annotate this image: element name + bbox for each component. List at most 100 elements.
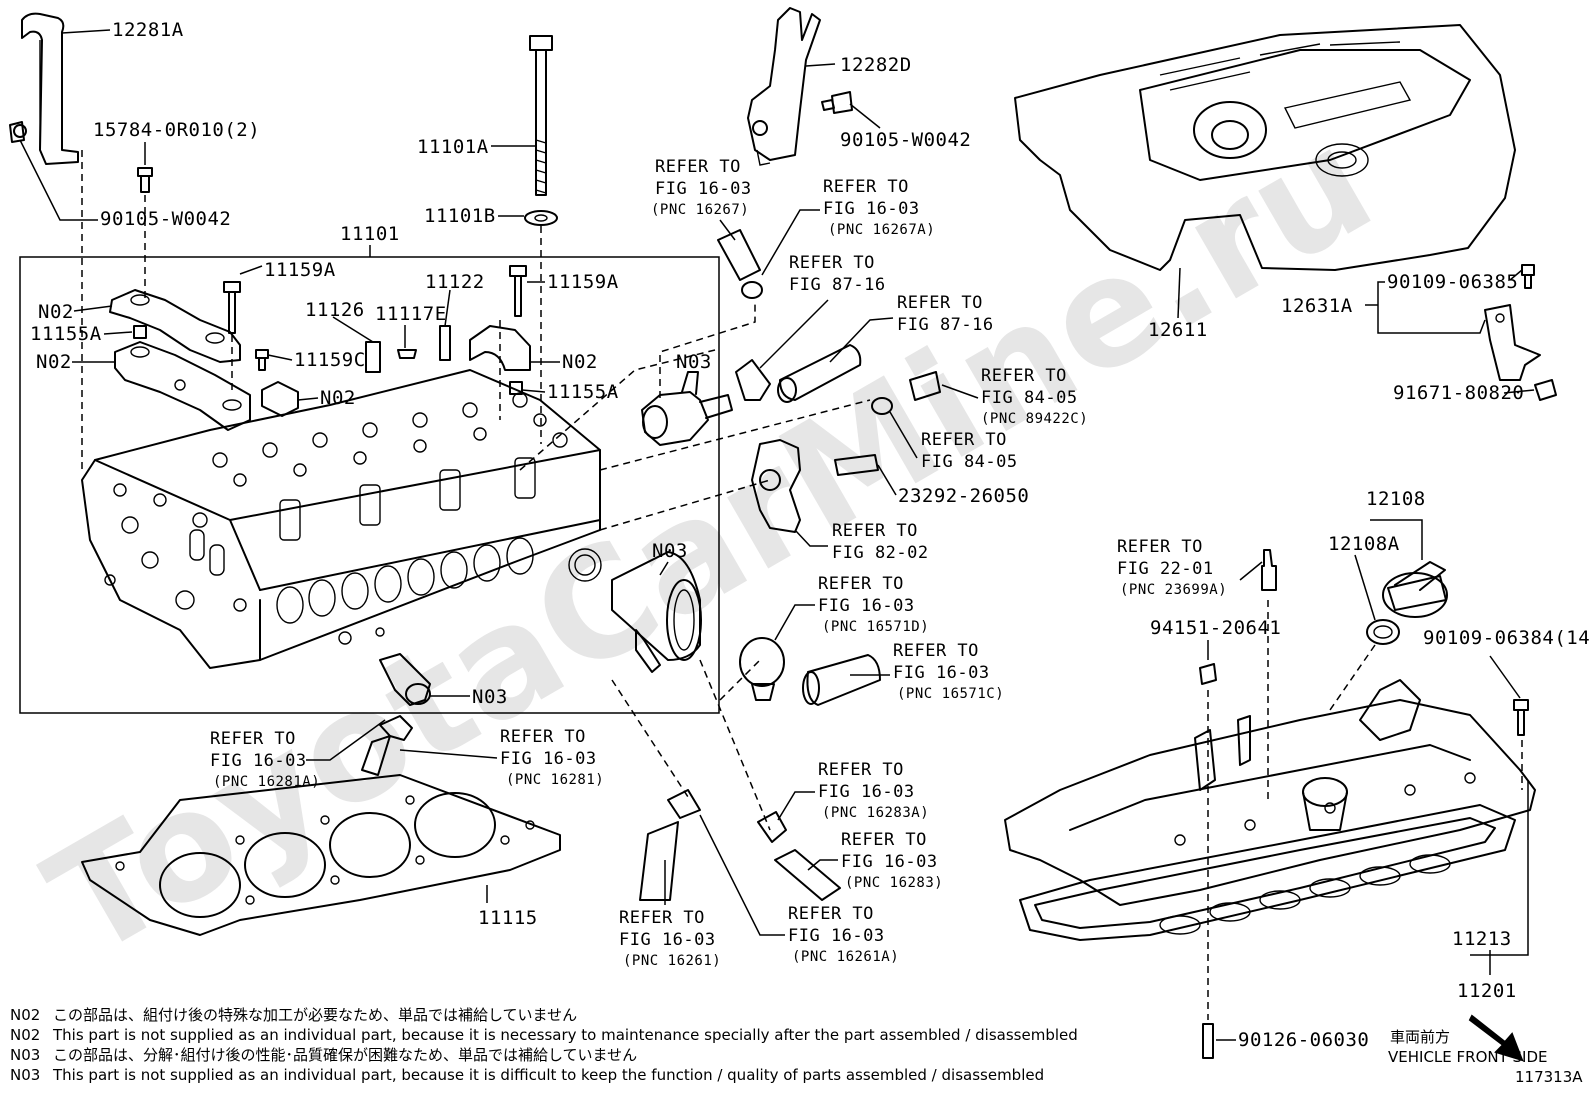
part-label-n03-2[interactable]: N03	[652, 540, 688, 562]
reference-r13[interactable]: REFER TO FIG 16-03 (PNC 16283)	[807, 830, 943, 891]
part-label-11101a[interactable]: 11101A	[417, 136, 489, 158]
svg-text:FIG 84-05: FIG 84-05	[921, 452, 1018, 472]
part-label-11122[interactable]: 11122	[425, 271, 485, 293]
reference-r14[interactable]: REFER TO FIG 16-03 (PNC 16261)	[619, 860, 721, 969]
part-label-90105-left[interactable]: 90105-W0042	[100, 208, 231, 230]
svg-text:FIG 16-03: FIG 16-03	[841, 852, 938, 872]
reference-r2[interactable]: REFER TO FIG 16-03 (PNC 16267A)	[761, 177, 935, 276]
part-label-15784[interactable]: 15784-0R010(2)	[93, 119, 260, 141]
figure-id: 117313A	[1515, 1068, 1583, 1086]
part-label-12281a[interactable]: 12281A	[112, 19, 184, 41]
part-label-91671[interactable]: 91671-80820	[1393, 382, 1524, 404]
svg-text:(PNC 16267A): (PNC 16267A)	[828, 222, 935, 238]
part-label-12282d[interactable]: 12282D	[840, 54, 912, 76]
svg-text:(PNC 16267): (PNC 16267)	[651, 202, 749, 218]
reference-r8[interactable]: REFER TO FIG 16-03 (PNC 16571D)	[774, 574, 929, 641]
part-label-n02-3[interactable]: N02	[320, 387, 356, 409]
part-label-11201[interactable]: 11201	[1457, 980, 1517, 1002]
cylinder-head-drawing	[81, 369, 602, 669]
part-label-n03-1[interactable]: N03	[676, 351, 712, 373]
part-label-n02-2[interactable]: N02	[36, 351, 72, 373]
notes-block: N02 この部品は、組付け後の特殊な加工が必要なため、単品では補給していません …	[10, 1006, 1078, 1084]
bracket-12281a-drawing	[9, 12, 79, 165]
part-label-90109-06385[interactable]: 90109-06385	[1387, 271, 1518, 293]
part-label-90126[interactable]: 90126-06030	[1238, 1029, 1369, 1051]
note-code: N02	[10, 1006, 40, 1024]
part-label-n02-4[interactable]: N02	[562, 351, 598, 373]
part-label-12611[interactable]: 12611	[1148, 319, 1208, 341]
bracket-12282d-drawing	[747, 7, 821, 166]
reference-r6[interactable]: REFER TO FIG 84-05	[889, 411, 1018, 472]
svg-text:REFER TO: REFER TO	[789, 253, 875, 273]
water-outlet-n03-drawing	[641, 371, 733, 446]
part-label-11155a-2[interactable]: 11155A	[547, 381, 619, 403]
part-label-12631a[interactable]: 12631A	[1281, 295, 1353, 317]
part-label-n03-3[interactable]: N03	[472, 686, 508, 708]
dowel-pin-11155a-drawing	[133, 325, 523, 395]
water-pipe-n03-drawing	[611, 551, 702, 673]
svg-text:FIG 16-03: FIG 16-03	[619, 930, 716, 950]
reference-r9[interactable]: REFER TO FIG 16-03 (PNC 16571C)	[850, 641, 1004, 702]
svg-text:REFER TO: REFER TO	[921, 430, 1007, 450]
svg-text:(PNC 16571C): (PNC 16571C)	[897, 686, 1004, 702]
part-label-11101[interactable]: 11101	[340, 223, 400, 245]
svg-text:REFER TO: REFER TO	[500, 727, 586, 747]
part-label-11101b[interactable]: 11101B	[424, 205, 496, 227]
svg-text:FIG 84-05: FIG 84-05	[981, 388, 1078, 408]
reference-r5[interactable]: REFER TO FIG 84-05 (PNC 89422C)	[941, 366, 1088, 427]
part-label-90109-06384[interactable]: 90109-06384(14)	[1423, 627, 1592, 649]
svg-text:(PNC 16281): (PNC 16281)	[506, 772, 604, 788]
part-label-90105-mid[interactable]: 90105-W0042	[840, 129, 971, 151]
svg-text:REFER TO: REFER TO	[981, 366, 1067, 386]
svg-text:REFER TO: REFER TO	[619, 908, 705, 928]
reference-r4[interactable]: REFER TO FIG 87-16	[829, 293, 994, 363]
part-label-11115[interactable]: 11115	[478, 907, 538, 929]
camshaft-cap-upper-drawing	[109, 289, 241, 363]
pcv-valve-drawing	[1199, 549, 1277, 685]
reference-r7[interactable]: REFER TO FIG 82-02	[794, 521, 929, 563]
svg-text:FIG 22-01: FIG 22-01	[1117, 559, 1214, 579]
bolt-90109-06384-drawing	[1513, 699, 1529, 736]
part-label-11117e[interactable]: 11117E	[375, 303, 447, 325]
reference-r12[interactable]: REFER TO FIG 16-03 (PNC 16283A)	[777, 760, 929, 821]
svg-text:(PNC 23699A): (PNC 23699A)	[1120, 582, 1227, 598]
note-text: この部品は、分解･組付け後の性能･品質確保が困難なため、単品では補給していません	[53, 1046, 637, 1064]
svg-text:REFER TO: REFER TO	[897, 293, 983, 313]
part-label-11213[interactable]: 11213	[1452, 928, 1512, 950]
reference-r16[interactable]: REFER TO FIG 22-01 (PNC 23699A)	[1117, 537, 1263, 598]
head-bolt-11101a-drawing	[524, 35, 558, 226]
part-label-11126[interactable]: 11126	[305, 299, 365, 321]
reference-r11[interactable]: REFER TO FIG 16-03 (PNC 16281)	[399, 727, 604, 788]
part-label-94151[interactable]: 94151-20641	[1150, 617, 1281, 639]
reference-r3[interactable]: REFER TO FIG 87-16	[759, 253, 886, 369]
part-label-12108[interactable]: 12108	[1366, 488, 1426, 510]
svg-text:FIG 16-03: FIG 16-03	[210, 751, 307, 771]
svg-text:FIG 16-03: FIG 16-03	[893, 663, 990, 683]
note-text: この部品は、組付け後の特殊な加工が必要なため、単品では補給していません	[53, 1006, 577, 1024]
reference-r15[interactable]: REFER TO FIG 16-03 (PNC 16261A)	[699, 814, 899, 965]
part-label-11155a-1[interactable]: 11155A	[30, 323, 102, 345]
bolt-90105-mid-drawing	[821, 91, 853, 114]
pipe-fitting-n03-drawing	[379, 653, 431, 706]
reference-r1[interactable]: REFER TO FIG 16-03 (PNC 16267)	[651, 157, 752, 241]
part-label-n02-1[interactable]: N02	[38, 301, 74, 323]
part-label-23292[interactable]: 23292-26050	[898, 485, 1029, 507]
part-label-12108a[interactable]: 12108A	[1328, 533, 1400, 555]
svg-text:REFER TO: REFER TO	[893, 641, 979, 661]
svg-text:REFER TO: REFER TO	[818, 574, 904, 594]
reference-r10[interactable]: REFER TO FIG 16-03 (PNC 16281A)	[210, 719, 386, 790]
bolts-11159-drawing	[223, 265, 527, 371]
part-label-11159c[interactable]: 11159C	[294, 349, 366, 371]
svg-text:REFER TO: REFER TO	[841, 830, 927, 850]
part-label-11159a-2[interactable]: 11159A	[547, 271, 619, 293]
svg-text:REFER TO: REFER TO	[818, 760, 904, 780]
direction-label-en: VEHICLE FRONT SIDE	[1388, 1048, 1548, 1066]
svg-text:(PNC 16261): (PNC 16261)	[623, 953, 721, 969]
bracket-12631a-drawing	[1484, 264, 1557, 401]
camshaft-cap-right-drawing	[469, 325, 531, 371]
hose-drawings	[361, 229, 941, 901]
svg-text:FIG 87-16: FIG 87-16	[789, 275, 886, 295]
part-label-11159a-1[interactable]: 11159A	[264, 259, 336, 281]
camshaft-cap-lower-drawing	[114, 341, 251, 431]
